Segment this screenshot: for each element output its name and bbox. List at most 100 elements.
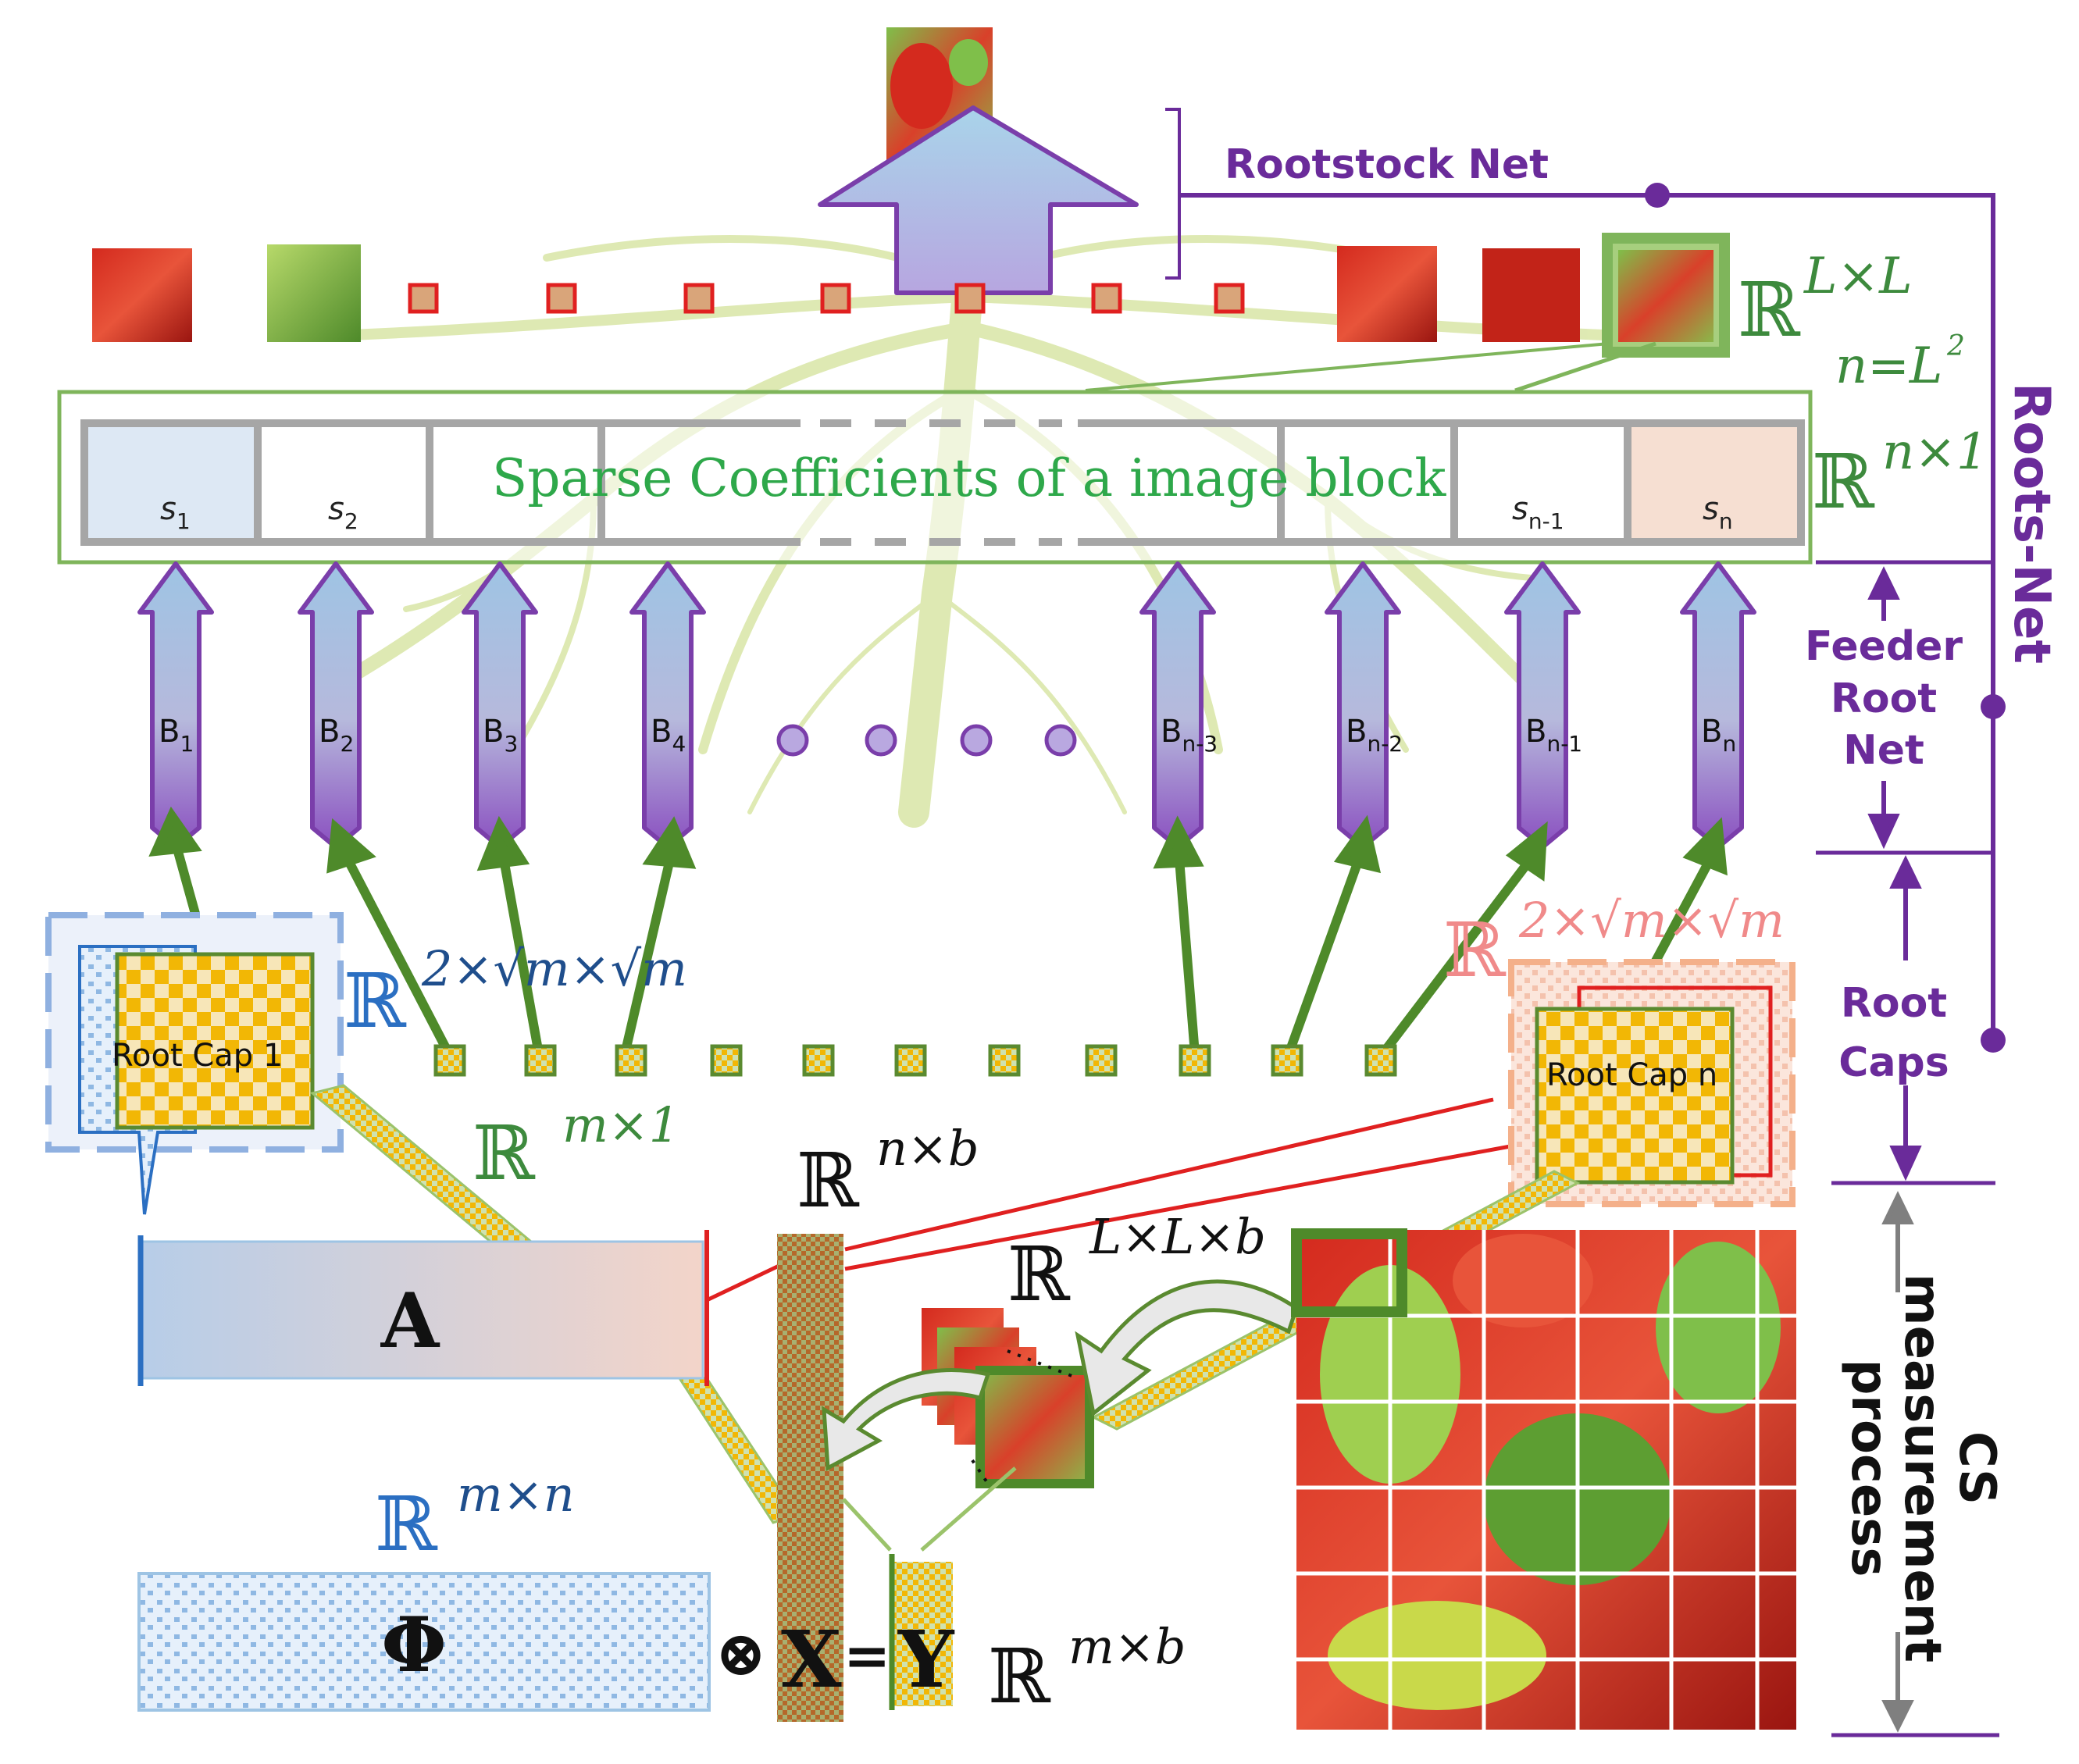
input-image-grid	[1291, 1228, 1796, 1730]
roots-net-label: Roots-Net	[2002, 383, 2060, 664]
rnxb-label: ℝ n×b	[797, 1120, 979, 1224]
tiny-block-markers	[408, 283, 1245, 314]
r-2sqrtm-left-label: ℝ 2×√m×√m	[344, 940, 687, 1045]
svg-text:Caps: Caps	[1838, 1039, 1949, 1086]
svg-text:=: =	[843, 1622, 890, 1688]
ellipsis-dots	[776, 724, 1077, 757]
feeder-arrow-label-7: Bn	[1701, 714, 1736, 757]
equation-label: ⊗ X = Y	[715, 1613, 955, 1705]
curved-arrow-to-x	[822, 1368, 991, 1472]
cs-span-arrows	[1881, 1191, 1914, 1733]
svg-text:ℝ: ℝ	[375, 1481, 438, 1568]
svg-text:Feeder: Feeder	[1805, 623, 1963, 670]
feeder-arrow-3	[629, 561, 706, 850]
svg-text:s2: s2	[328, 491, 358, 534]
rlxl-label: ℝ L×L	[1738, 248, 1913, 354]
cs-measurement-label: CS measurement process	[1840, 1274, 2006, 1662]
feeder-arrow-label-6: Bn-1	[1525, 714, 1582, 757]
root-cap-connectors	[148, 806, 1728, 1059]
root-caps-label: Root Caps	[1838, 980, 1949, 1086]
stack-to-y-line	[920, 1466, 1017, 1552]
image-blocks-row	[92, 233, 1730, 358]
svg-text:ℝ: ℝ	[472, 1110, 536, 1197]
feeder-span-arrows	[1867, 566, 1922, 1181]
feeder-arrow-7	[1680, 561, 1756, 850]
n-equals-l-squared-label: n=L 2	[1835, 330, 1965, 395]
feeder-block-arrows: B1 B2 B3 B4 Bn-3 Bn-2 Bn-1 Bn	[137, 561, 1756, 850]
curved-arrow-to-stack	[1075, 1279, 1299, 1417]
block-to-vector-line	[1085, 342, 1610, 392]
matrix-a	[139, 1240, 704, 1380]
svg-text:Net: Net	[1843, 727, 1924, 774]
matrix-x-column	[777, 1234, 843, 1722]
feeder-arrow-label-3: B4	[651, 714, 686, 757]
sparse-coefficients-title: Sparse Coefficients of a image block	[492, 448, 1446, 508]
svg-text:Root: Root	[1831, 675, 1937, 722]
svg-text:ℝ: ℝ	[1812, 438, 1875, 526]
root-cap-n-group: Root Cap n	[1508, 959, 1796, 1207]
root-cap-1-label: Root Cap 1	[112, 1038, 283, 1074]
rootstock-bracket	[1165, 108, 1181, 280]
rlxlxb-label: ℝ L×L×b	[1007, 1208, 1266, 1318]
svg-text:Root: Root	[1841, 980, 1947, 1027]
feeder-arrow-0	[137, 561, 214, 850]
feeder-arrow-5	[1325, 561, 1401, 850]
svg-text:measurement: measurement	[1893, 1274, 1951, 1662]
svg-text:m×1: m×1	[562, 1096, 679, 1153]
rootstock-net-label: Rootstock Net	[1225, 141, 1549, 188]
svg-text:ℝ: ℝ	[344, 957, 407, 1045]
x-to-y-line	[842, 1498, 892, 1552]
svg-text:ℝ: ℝ	[797, 1137, 860, 1224]
feeder-arrow-6	[1504, 561, 1581, 850]
matrix-phi-label: Φ	[381, 1601, 447, 1689]
svg-text:n=L: n=L	[1835, 337, 1942, 395]
svg-text:L×L×b: L×L×b	[1089, 1208, 1266, 1265]
matrix-y-column	[894, 1562, 953, 1706]
feeder-arrow-label-2: B3	[483, 714, 518, 757]
feeder-arrow-label-0: B1	[159, 714, 194, 757]
r-2sqrtm-right-label: ℝ 2×√m×√m	[1443, 892, 1785, 994]
svg-text:ℝ: ℝ	[1738, 266, 1801, 354]
feeder-root-net-label: Feeder Root Net	[1805, 623, 1963, 774]
svg-text:s1: s1	[160, 491, 191, 534]
feeder-arrow-label-1: B2	[319, 714, 354, 757]
block-to-vector-line	[1514, 341, 1656, 393]
svg-text:m×n: m×n	[457, 1466, 575, 1523]
svg-text:sn-1: sn-1	[1512, 491, 1564, 534]
svg-text:L×L: L×L	[1803, 248, 1913, 305]
svg-text:⊗: ⊗	[715, 1616, 767, 1690]
root-cap-1-group: Root Cap 1	[45, 912, 344, 1215]
svg-text:CS: CS	[1948, 1431, 2006, 1505]
svg-text:ℝ: ℝ	[1443, 907, 1507, 994]
feeder-arrow-label-4: Bn-3	[1161, 714, 1218, 757]
feeder-arrow-4	[1139, 561, 1216, 850]
root-cap-cells-row	[433, 1044, 1397, 1077]
image-block-stack	[922, 1308, 1094, 1488]
coefficient-labels: s1 s2 sn-1 sn	[160, 491, 1733, 534]
svg-text:sn: sn	[1703, 491, 1733, 534]
junction-dot	[1645, 183, 1670, 208]
svg-text:n×1: n×1	[1882, 423, 1988, 481]
svg-text:process: process	[1840, 1360, 1898, 1577]
svg-text:Y: Y	[897, 1613, 955, 1705]
rmx1-label: ℝ m×1	[472, 1096, 679, 1197]
junction-dot	[1981, 694, 2006, 719]
feeder-arrow-2	[462, 561, 538, 850]
rootstock-output-arrow	[818, 105, 1139, 295]
svg-text:ℝ: ℝ	[1007, 1231, 1071, 1318]
matrix-a-label: A	[380, 1277, 440, 1365]
svg-text:ℝ: ℝ	[988, 1633, 1051, 1720]
feeder-arrow-1	[298, 561, 374, 850]
matrix-phi	[137, 1572, 711, 1712]
red-mapping-lines	[705, 1097, 1524, 1303]
rmxn-label: ℝ m×n	[375, 1466, 575, 1568]
feeder-arrow-label-5: Bn-2	[1346, 714, 1403, 757]
sparse-coefficient-cells	[80, 419, 1805, 546]
junction-dot	[1981, 1028, 2006, 1053]
rmxb-label: ℝ m×b	[988, 1618, 1186, 1720]
rnx1-label: ℝ n×1	[1812, 423, 1988, 526]
root-cap-n-label: Root Cap n	[1546, 1057, 1717, 1093]
svg-text:2×√m×√m: 2×√m×√m	[1518, 892, 1785, 949]
svg-text:X: X	[781, 1613, 842, 1705]
